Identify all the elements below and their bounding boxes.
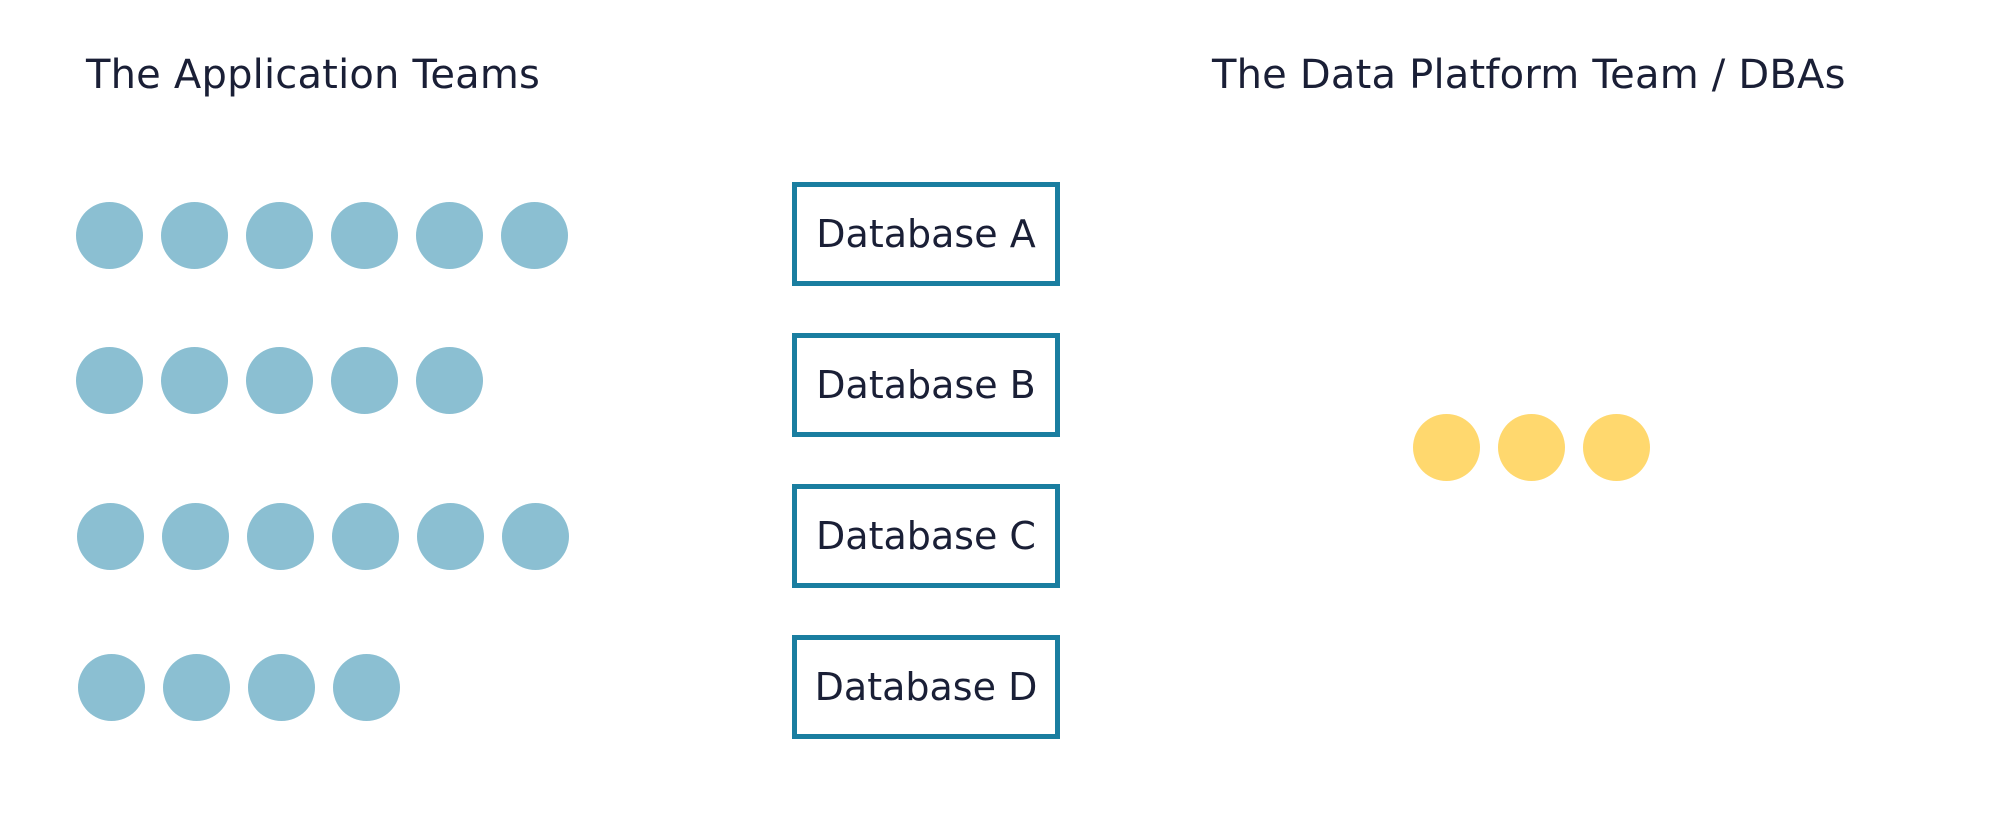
application-team-member [163, 654, 230, 721]
database-d-box: Database D [792, 635, 1060, 739]
application-team-member [161, 347, 228, 414]
database-a-box: Database A [792, 182, 1060, 286]
application-team-member [332, 503, 399, 570]
application-team-member [162, 503, 229, 570]
data-platform-team-member [1583, 414, 1650, 481]
application-team-member [501, 202, 568, 269]
application-team-member [417, 503, 484, 570]
data-platform-team-member [1413, 414, 1480, 481]
application-team-member [161, 202, 228, 269]
data-platform-team-row [1413, 414, 1650, 481]
application-team-row [76, 347, 483, 414]
application-team-row [78, 654, 400, 721]
application-team-member [248, 654, 315, 721]
application-team-member [76, 347, 143, 414]
application-team-member [77, 503, 144, 570]
application-team-member [416, 202, 483, 269]
data-platform-team-member [1498, 414, 1565, 481]
application-teams-title: The Application Teams [86, 52, 541, 98]
application-team-row [76, 202, 568, 269]
application-team-member [76, 202, 143, 269]
application-team-member [502, 503, 569, 570]
application-team-member [331, 347, 398, 414]
application-team-member [247, 503, 314, 570]
database-b-box: Database B [792, 333, 1060, 437]
application-team-member [78, 654, 145, 721]
data-platform-team-title: The Data Platform Team / DBAs [1212, 52, 1846, 98]
database-c-box: Database C [792, 484, 1060, 588]
application-team-member [331, 202, 398, 269]
application-team-member [333, 654, 400, 721]
application-team-member [246, 202, 313, 269]
application-team-row [77, 503, 569, 570]
application-team-member [416, 347, 483, 414]
application-team-member [246, 347, 313, 414]
